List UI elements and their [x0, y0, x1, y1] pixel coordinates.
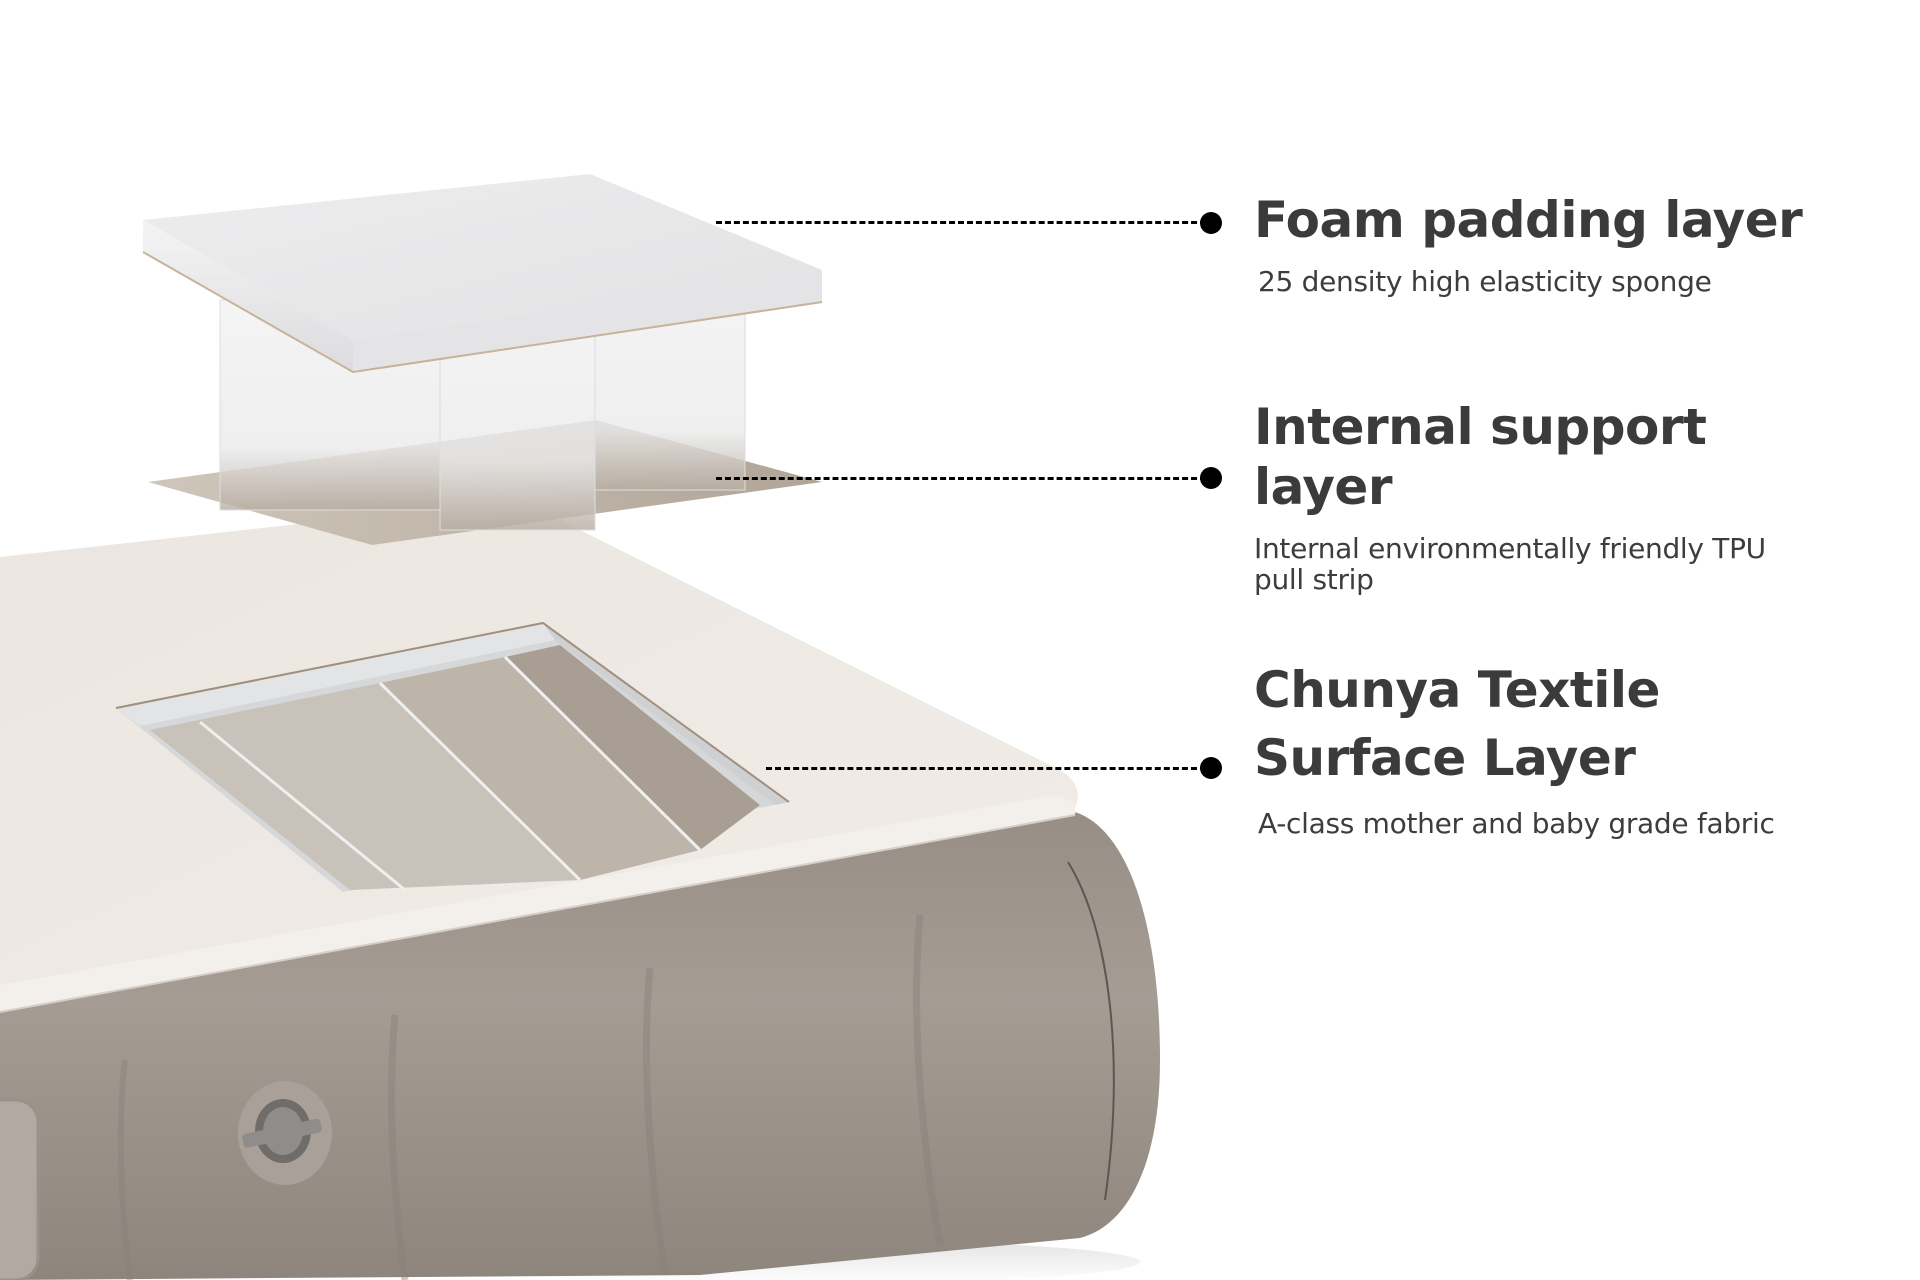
leader-line-surface	[766, 767, 1206, 770]
callout-foam-padding: Foam padding layer 25 density high elast…	[1254, 190, 1803, 298]
callout-description: A-class mother and baby grade fabric	[1258, 807, 1775, 840]
surface-cutout-window	[115, 621, 790, 892]
callout-textile-surface: Chunya Textile Surface Layer A-class mot…	[1254, 656, 1854, 839]
callout-title: Foam padding layer	[1254, 191, 1803, 249]
callout-title: Chunya Textile Surface Layer	[1254, 661, 1660, 787]
foam-padding-layer	[142, 174, 823, 374]
leader-line-support	[716, 477, 1206, 480]
callout-internal-support: Internal support layer Internal environm…	[1254, 397, 1814, 595]
callout-title: Internal support layer	[1254, 398, 1707, 516]
leader-dot-foam	[1200, 212, 1222, 234]
leader-dot-surface	[1200, 757, 1222, 779]
leader-line-foam	[716, 221, 1206, 224]
callout-description: Internal environmentally friendly TPU pu…	[1254, 532, 1766, 596]
fabric-surface-layer	[0, 504, 1078, 1013]
leader-dot-support	[1200, 467, 1222, 489]
air-valve-icon	[238, 1081, 332, 1185]
callout-description: 25 density high elasticity sponge	[1258, 265, 1712, 298]
